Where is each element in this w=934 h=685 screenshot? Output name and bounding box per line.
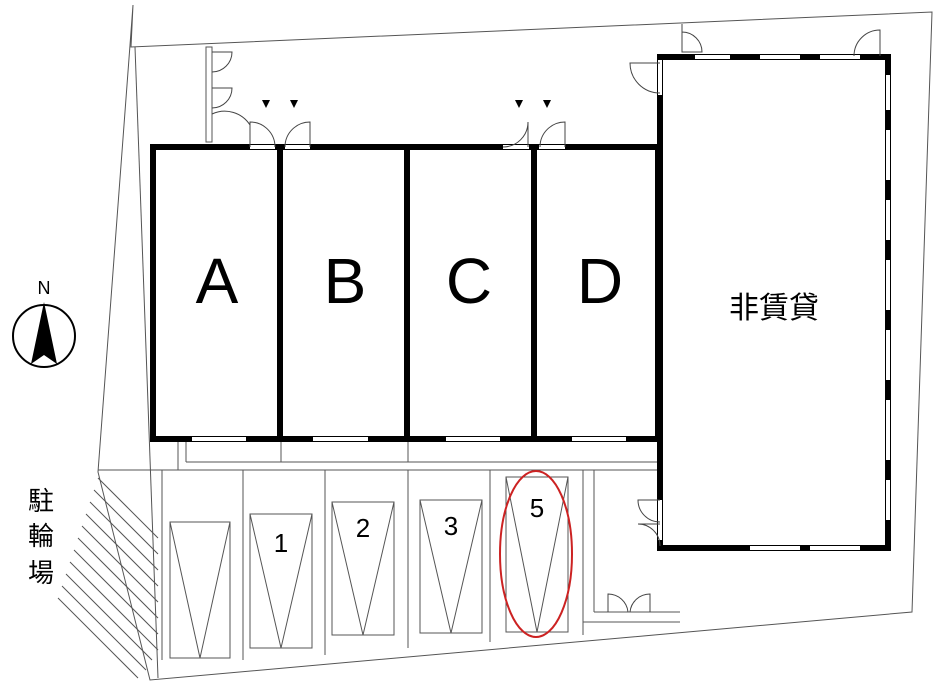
- parking-lot: [161, 470, 680, 660]
- entrance-doors: [249, 100, 566, 148]
- bicycle-parking-hatch: [57, 477, 159, 679]
- unit-label: A: [196, 245, 239, 317]
- bike-char-2: 輪: [28, 522, 54, 552]
- parking-number: 2: [356, 513, 370, 543]
- units-building: [150, 144, 661, 442]
- lot-line-inner: [134, 46, 159, 679]
- entrance-marker: [290, 100, 298, 108]
- unit-c: C: [446, 245, 492, 317]
- non-rental-label: 非賃貸: [729, 291, 819, 326]
- unit-label: B: [324, 245, 367, 317]
- parking-space-0: [169, 521, 231, 659]
- entrance-marker: [543, 100, 551, 108]
- non-rental-building: 非賃貸: [657, 54, 891, 551]
- entrance-marker: [262, 100, 270, 108]
- walkway: [98, 440, 660, 471]
- parking-number: 1: [274, 528, 288, 558]
- unit-label: D: [577, 245, 623, 317]
- bike-char-1: 駐: [28, 487, 54, 517]
- parking-space-1: 1: [249, 513, 313, 649]
- highlight-circle: [499, 470, 573, 638]
- compass: N: [12, 278, 76, 368]
- parking-space-5: 5: [499, 470, 573, 638]
- lot-boundary: [97, 4, 933, 681]
- north-arrow-icon: [31, 302, 57, 364]
- parking-space-2: 2: [331, 501, 395, 636]
- north-label: N: [38, 278, 51, 298]
- parking-number: 5: [530, 493, 544, 523]
- parking-space-3: 3: [419, 499, 483, 634]
- non-rental-doors: [607, 24, 881, 613]
- unit-d: D: [577, 245, 623, 317]
- entrance-marker: [515, 100, 523, 108]
- gate-top-left: [205, 46, 251, 143]
- unit-a: A: [196, 245, 239, 317]
- unit-label: C: [446, 245, 492, 317]
- parking-number: 3: [444, 511, 458, 541]
- bike-char-3: 場: [28, 559, 54, 589]
- unit-b: B: [324, 245, 367, 317]
- bicycle-parking-label: 駐 輪 場: [28, 487, 54, 589]
